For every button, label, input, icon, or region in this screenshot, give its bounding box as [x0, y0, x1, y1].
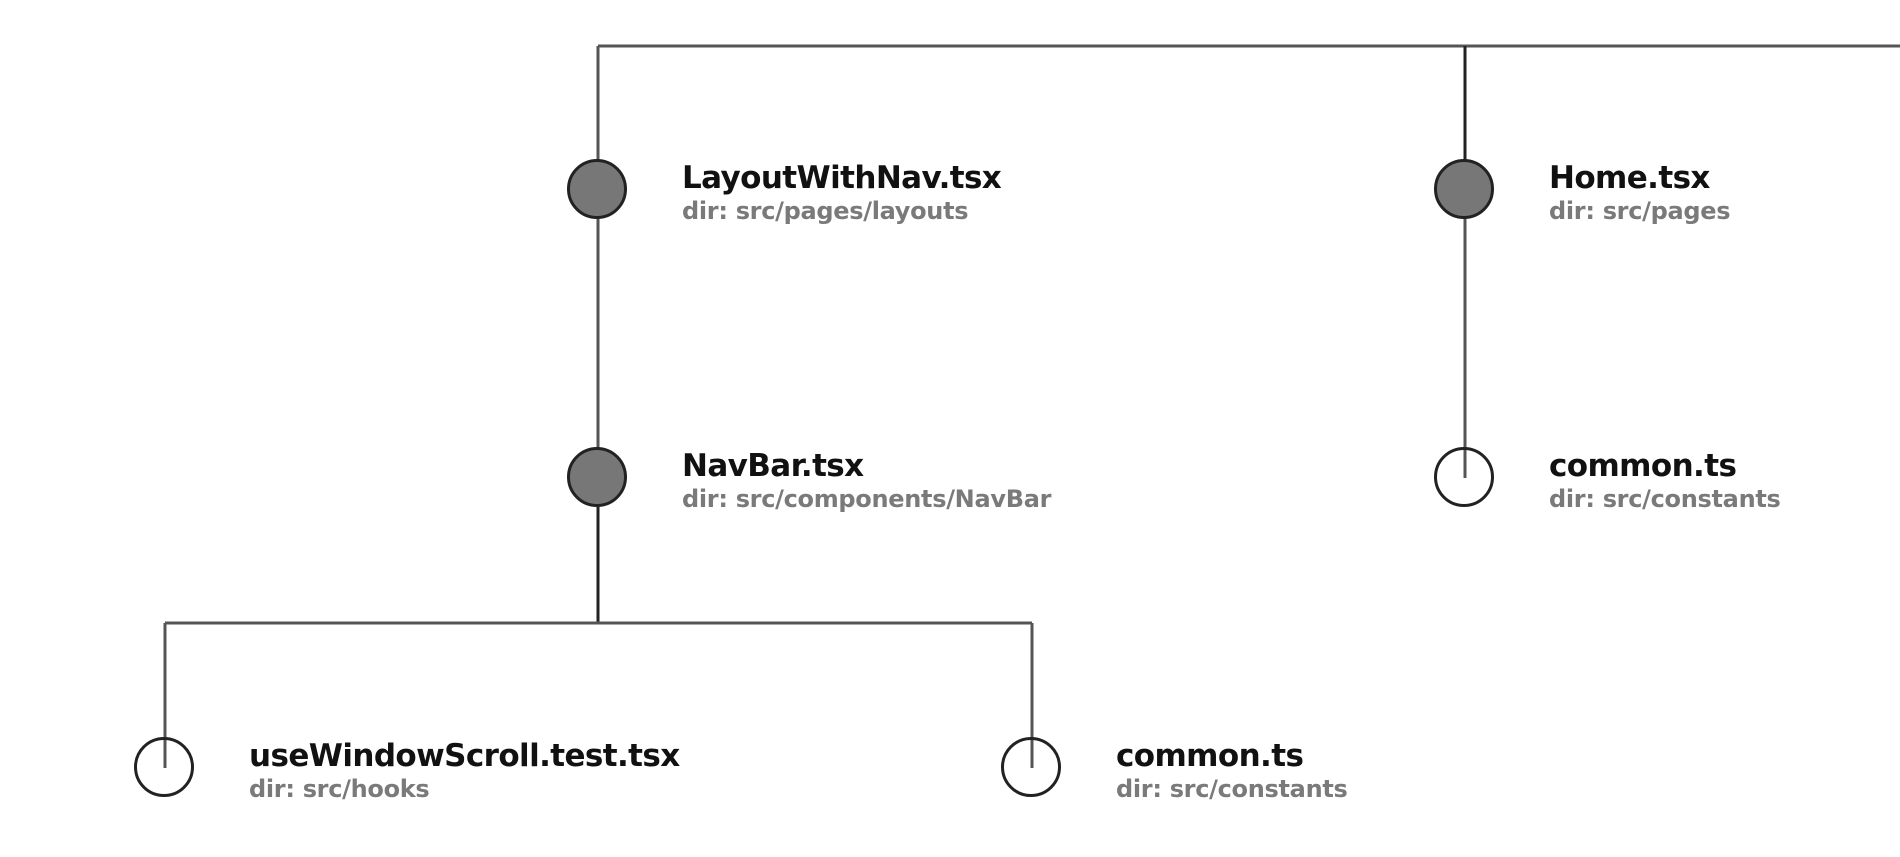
- node-file-name: NavBar.tsx: [682, 448, 864, 484]
- node-file-name: LayoutWithNav.tsx: [682, 160, 1002, 196]
- node-label: common.ts dir: src/constants: [1549, 448, 1781, 514]
- node-dir-path: dir: src/hooks: [249, 775, 430, 803]
- node-file-name: common.ts: [1116, 738, 1304, 774]
- node-label: common.ts dir: src/constants: [1116, 738, 1348, 804]
- node-circle-leaf[interactable]: [1001, 737, 1061, 797]
- node-dir-path: dir: src/constants: [1549, 485, 1781, 513]
- node-file-name: Home.tsx: [1549, 160, 1710, 196]
- node-dir-path: dir: src/pages/layouts: [682, 197, 969, 225]
- node-circle-expanded[interactable]: [567, 447, 627, 507]
- node-dir-path: dir: src/pages: [1549, 197, 1731, 225]
- node-label: Home.tsx dir: src/pages: [1549, 160, 1731, 226]
- node-circle-expanded[interactable]: [567, 159, 627, 219]
- node-label: LayoutWithNav.tsx dir: src/pages/layouts: [682, 160, 1002, 226]
- node-dir-path: dir: src/constants: [1116, 775, 1348, 803]
- node-file-name: useWindowScroll.test.tsx: [249, 738, 680, 774]
- node-circle-leaf[interactable]: [1434, 447, 1494, 507]
- node-label: NavBar.tsx dir: src/components/NavBar: [682, 448, 1051, 514]
- node-circle-leaf[interactable]: [134, 737, 194, 797]
- node-label: useWindowScroll.test.tsx dir: src/hooks: [249, 738, 680, 804]
- node-file-name: common.ts: [1549, 448, 1737, 484]
- node-circle-expanded[interactable]: [1434, 159, 1494, 219]
- node-dir-path: dir: src/components/NavBar: [682, 485, 1052, 513]
